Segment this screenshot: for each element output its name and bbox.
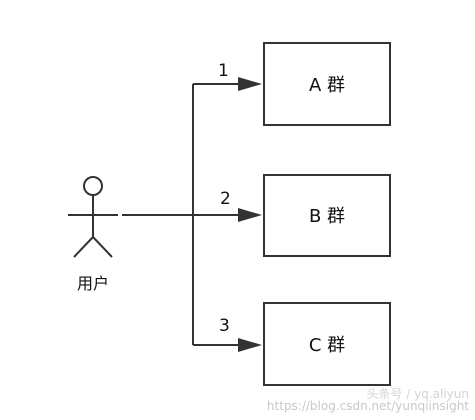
watermark: 头条号 / yq.aliyun https://blog.csdn.net/yu… (266, 388, 469, 413)
arrow-number-2: 2 (220, 189, 231, 209)
arrowhead-3 (238, 338, 262, 352)
user-label: 用户 (77, 274, 109, 293)
connectors (122, 83, 242, 346)
target-box-a: A 群 (263, 42, 391, 126)
target-box-c: C 群 (263, 302, 391, 386)
user-right-leg (92, 236, 113, 258)
arrowheads (238, 77, 262, 352)
target-box-c-frame (263, 302, 391, 386)
target-box-a-label: A 群 (309, 75, 345, 96)
arrow-number-1: 1 (218, 61, 229, 81)
user-left-leg (73, 236, 94, 258)
arrowhead-2 (238, 208, 262, 222)
target-box-a-frame (263, 42, 391, 126)
target-box-b-frame (263, 174, 391, 257)
watermark-url: https://blog.csdn.net/yunqiinsight (266, 399, 469, 413)
user-head (83, 176, 103, 196)
user-actor: 用户 (68, 176, 118, 293)
target-box-b-label: B 群 (309, 206, 345, 227)
arrow-number-3: 3 (219, 316, 230, 336)
target-box-c-label: C 群 (309, 335, 345, 356)
watermark-overlay: 头条号 / yq.aliyun (366, 387, 469, 401)
target-box-b: B 群 (263, 174, 391, 257)
arrowhead-1 (238, 77, 262, 91)
